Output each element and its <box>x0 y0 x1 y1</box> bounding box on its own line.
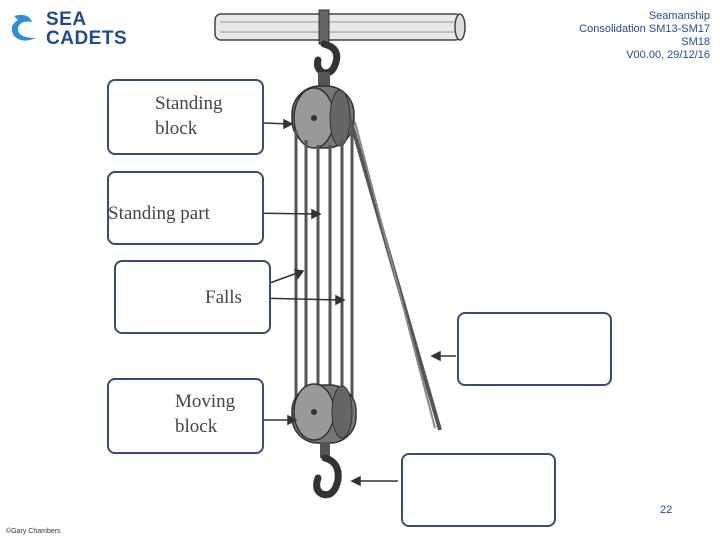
logo-line-1: SEA <box>46 9 87 30</box>
falls-label: Falls <box>205 287 242 308</box>
moving-block-pulley <box>291 383 357 444</box>
standing-block-pulley <box>291 85 355 149</box>
header-line: SM18 <box>681 36 710 48</box>
lower-hook <box>313 442 342 499</box>
standing-part-box <box>107 171 264 245</box>
logo-swirl-icon <box>11 14 36 41</box>
header-meta: Seamanship Consolidation SM13-SM17 SM18 … <box>550 10 710 62</box>
upper-hook <box>314 9 341 86</box>
answer-box-1 <box>457 312 612 386</box>
standing-block-label-line2: block <box>155 118 198 139</box>
logo-line-2: CADETS <box>46 28 128 49</box>
answer-box-2 <box>401 453 556 527</box>
standing-block-label-line1: Standing <box>155 93 223 114</box>
falls-box <box>114 260 271 334</box>
moving-block-box <box>107 378 264 454</box>
moving-block-label-line1: Moving <box>175 391 236 412</box>
header-line: Seamanship <box>648 10 710 22</box>
image-credit: ©Gary Chambers <box>6 528 61 535</box>
header-line: Consolidation SM13-SM17 <box>579 23 710 35</box>
standing-part-label: Standing part <box>108 203 210 224</box>
falls-ropes <box>294 117 442 431</box>
beam <box>214 13 466 41</box>
sea-cadets-logo: SEA CADETS <box>8 9 127 50</box>
moving-block-label-line2: block <box>175 416 218 437</box>
header-line: V00.00, 29/12/16 <box>626 49 710 61</box>
page-number: 22 <box>660 504 673 516</box>
standing-block-box <box>107 79 264 155</box>
